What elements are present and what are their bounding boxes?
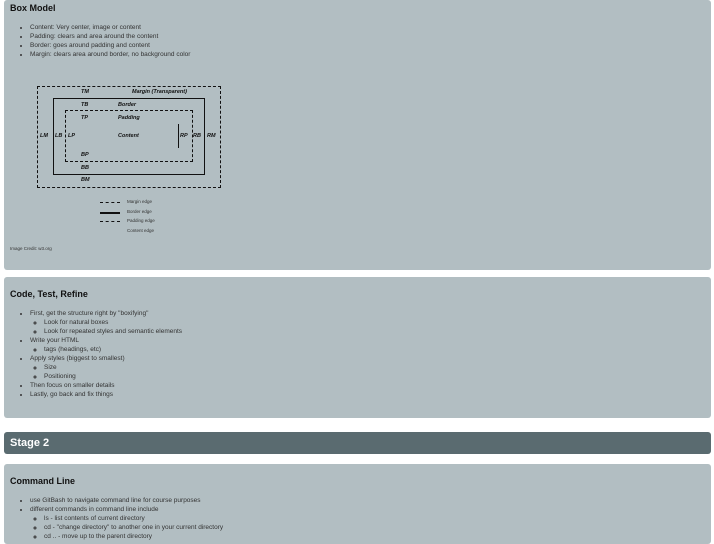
code-test-refine-section: Code, Test, Refine First, get the struct… (4, 277, 711, 418)
section-title: Command Line (10, 476, 76, 486)
label-bp: BP (81, 152, 89, 158)
list-item: First, get the structure right by "boxif… (30, 309, 182, 336)
label-border: Border (118, 102, 137, 108)
list-item: Apply styles (biggest to smallest) Size … (30, 354, 182, 381)
list-item: use GitBash to navigate command line for… (30, 496, 223, 505)
padding-edge-box (65, 110, 193, 162)
label-lm: LM (40, 133, 48, 139)
label-lb: LB (55, 133, 63, 139)
legend-label: Padding edge (127, 218, 155, 223)
list-item: Lastly, go back and fix things (30, 390, 182, 399)
legend-label: Border edge (127, 208, 152, 214)
sub-list-item: cd - "change directory" to another one i… (44, 523, 223, 532)
command-line-section: Command Line use GitBash to navigate com… (4, 464, 711, 544)
list-item: Then focus on smaller details (30, 381, 182, 390)
sub-list: Look for natural boxes Look for repeated… (30, 318, 182, 336)
label-tp: TP (81, 115, 89, 121)
label-tm: TM (81, 89, 89, 95)
stage-header: Stage 2 (4, 432, 711, 454)
list-item-text: different commands in command line inclu… (30, 506, 159, 513)
sub-list: Size Positioning (30, 363, 182, 381)
list-item-text: Write your HTML (30, 337, 79, 344)
section-title: Box Model (10, 3, 56, 13)
label-tb: TB (81, 102, 89, 108)
margin-edge-box (37, 86, 221, 188)
sub-list-item: tags (headings, etc) (44, 345, 182, 354)
list-item: Content: Very center, image or content (30, 23, 190, 32)
label-content: Content (118, 133, 139, 139)
image-credit: Image Credit: w3.org (10, 246, 52, 251)
padding-edge-swatch (100, 221, 120, 222)
label-lp: LP (68, 133, 76, 139)
sub-list-item: cd .. - move up to the parent directory (44, 532, 223, 541)
content-edge-box (65, 124, 179, 148)
sub-list: tags (headings, etc) (30, 345, 182, 354)
label-rb: RB (193, 133, 201, 139)
border-edge-swatch (100, 211, 120, 214)
list-item-text: Apply styles (biggest to smallest) (30, 355, 125, 362)
sub-list-item: Look for natural boxes (44, 318, 182, 327)
list-item: Write your HTML tags (headings, etc) (30, 336, 182, 354)
label-padding: Padding (118, 115, 140, 121)
border-edge-box (53, 98, 205, 175)
label-rm: RM (207, 133, 216, 139)
list-item: Margin: clears area around border, no ba… (30, 50, 190, 59)
list-item: Padding: clears and area around the cont… (30, 32, 190, 41)
label-bb: BB (81, 165, 89, 171)
sub-list-item: ls - list contents of current directory (44, 514, 223, 523)
command-line-list: use GitBash to navigate command line for… (10, 496, 223, 541)
section-title: Code, Test, Refine (10, 289, 88, 299)
box-model-section: Box Model Content: Very center, image or… (4, 0, 711, 270)
legend-label: Margin edge (127, 199, 153, 204)
list-item: different commands in command line inclu… (30, 505, 223, 541)
code-test-list: First, get the structure right by "boxif… (10, 309, 182, 399)
stage-title: Stage 2 (10, 437, 50, 449)
box-model-list: Content: Very center, image or content P… (10, 23, 190, 59)
sub-list: ls - list contents of current directory … (30, 514, 223, 541)
label-bm: BM (81, 177, 90, 183)
sub-list-item: Size (44, 363, 182, 372)
legend-label: Content edge (127, 227, 155, 233)
list-item: Border: goes around padding and content (30, 41, 190, 50)
label-rp: RP (180, 133, 188, 139)
label-margin: Margin (Transparent) (132, 89, 187, 95)
sub-list-item: Positioning (44, 372, 182, 381)
list-item-text: First, get the structure right by "boxif… (30, 310, 149, 317)
margin-edge-swatch (100, 202, 120, 203)
sub-list-item: Look for repeated styles and semantic el… (44, 327, 182, 336)
